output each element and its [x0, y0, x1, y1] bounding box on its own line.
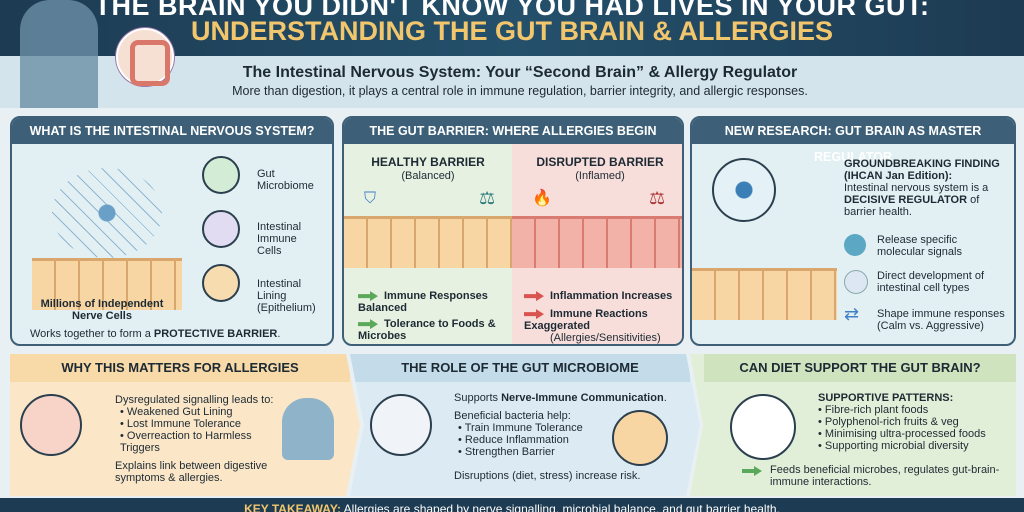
bullet-1: • Weakened Gut Lining	[120, 406, 233, 418]
neuron-network-icon	[52, 168, 162, 258]
section-why-matters: WHY THIS MATTERS FOR ALLERGIES Dysregula…	[10, 354, 360, 496]
red-arrow-icon	[524, 309, 544, 320]
section-title: WHY THIS MATTERS FOR ALLERGIES	[10, 354, 350, 382]
footer-end: .	[277, 328, 281, 340]
panel-title: WHAT IS THE INTESTINAL NERVOUS SYSTEM?	[12, 118, 332, 144]
shield-icon: ⛉	[364, 190, 377, 207]
tagline: More than digestion, it plays a central …	[232, 84, 808, 98]
footer: Explains link between digestive symptoms…	[115, 460, 268, 484]
epithelium-illustration	[32, 258, 182, 310]
cell-icon	[844, 270, 868, 294]
panel-new-research: NEW RESEARCH: GUT BRAIN AS MASTER REGULA…	[690, 116, 1016, 346]
caption: Millions of Independent Nerve Cells	[40, 298, 164, 322]
healthy-heading: HEALTHY BARRIER	[371, 155, 485, 169]
panel-title: THE GUT BARRIER: WHERE ALLERGIES BEGIN	[344, 118, 682, 144]
section-title: CAN DIET SUPPORT THE GUT BRAIN?	[704, 354, 1016, 382]
footer-bold: PROTECTIVE BARRIER	[153, 328, 278, 340]
healthy-sub: (Balanced)	[401, 170, 455, 182]
intro-post: .	[663, 392, 667, 404]
molecule-icon	[844, 234, 866, 256]
item-lining: Intestinal Lining (Epithelium)	[257, 278, 316, 314]
bullet-3: • Strengthen Barrier	[458, 446, 555, 458]
section-diet: CAN DIET SUPPORT THE GUT BRAIN? SUPPORTI…	[690, 354, 1016, 496]
healthy-point-2: Tolerance to Foods & Microbes	[358, 318, 508, 342]
key-label: KEY TAKEAWAY:	[244, 502, 341, 512]
red-arrow-icon	[524, 291, 544, 302]
bullet-2: • Polyphenol-rich fruits & veg	[818, 416, 959, 428]
disrupted-epithelium	[512, 216, 682, 268]
inflamed-gut-icon	[20, 394, 82, 456]
green-arrow-icon	[358, 291, 378, 302]
title-line1: THE BRAIN YOU DIDN'T KNOW YOU HAD LIVES …	[94, 0, 930, 21]
healthy-point-1: Immune Responses Balanced	[358, 290, 508, 314]
key-takeaway-bar: KEY TAKEAWAY: Allergies are shaped by ne…	[0, 498, 1024, 512]
title-line2: UNDERSTANDING THE GUT BRAIN & ALLERGIES	[190, 16, 833, 46]
healthy-epithelium	[344, 216, 512, 268]
section-title: THE ROLE OF THE GUT MICROBIOME	[350, 354, 690, 382]
bullet-3: • Overreaction to Harmless Triggers	[120, 430, 252, 454]
disrupted-point-2: Immune Reactions Exaggerated	[524, 308, 682, 332]
microbiome-icon	[202, 156, 240, 194]
panel-what-is-ins: WHAT IS THE INTESTINAL NERVOUS SYSTEM? G…	[10, 116, 334, 346]
intestine-icon	[116, 28, 174, 86]
point-1: Release specific molecular signals	[877, 234, 962, 258]
panel-gut-barrier: THE GUT BARRIER: WHERE ALLERGIES BEGIN H…	[342, 116, 684, 346]
point-2: Direct development of intestinal cell ty…	[877, 270, 984, 294]
footer: Feeds beneficial microbes, regulates gut…	[742, 464, 1002, 488]
intro-pre: Supports	[454, 392, 502, 404]
healthy-plate-icon	[730, 394, 796, 460]
point-text: Tolerance to Foods & Microbes	[358, 318, 496, 342]
finding-text: Intestinal nervous system is a DECISIVE …	[844, 182, 1009, 218]
green-arrow-icon	[358, 319, 378, 330]
footer-text: Feeds beneficial microbes, regulates gut…	[770, 464, 1000, 488]
heading: SUPPORTIVE PATTERNS:	[818, 392, 954, 404]
disrupted-sub: (Inflamed)	[575, 170, 625, 182]
section-microbiome: THE ROLE OF THE GUT MICROBIOME Supports …	[350, 354, 700, 496]
bacteria-icon	[370, 394, 432, 456]
bullet-2: • Lost Immune Tolerance	[120, 418, 242, 430]
point-3: Shape immune responses (Calm vs. Aggress…	[877, 308, 1005, 332]
bullet-1: • Fibre-rich plant foods	[818, 404, 929, 416]
point-text: Inflammation Increases	[550, 290, 673, 302]
finding-post: of barrier health.	[844, 194, 980, 218]
item-immune-cells: Intestinal Immune Cells	[257, 221, 302, 257]
immune-cells-icon	[202, 210, 240, 248]
point-text: Immune Reactions Exaggerated	[524, 308, 648, 332]
bullet-3: • Minimising ultra-processed foods	[818, 428, 986, 440]
epithelium-icon	[202, 264, 240, 302]
item-microbiome: Gut Microbiome	[257, 168, 314, 192]
disrupted-point-1: Inflammation Increases	[524, 290, 682, 302]
epithelium-icon	[612, 410, 668, 466]
disrupted-note: (Allergies/Sensitivities)	[550, 332, 661, 344]
subtitle: The Intestinal Nervous System: Your “Sec…	[242, 64, 798, 81]
bullet-2: • Reduce Inflammation	[458, 434, 569, 446]
key-text: Allergies are shaped by nerve signalling…	[340, 502, 780, 512]
epithelium-illustration	[692, 268, 837, 320]
bullet-4: • Supporting microbial diversity	[818, 440, 969, 452]
neuron-icon	[712, 158, 776, 222]
footer-text: Works together to form a	[30, 328, 154, 340]
exchange-arrows-icon: ⇄	[844, 304, 860, 324]
sneezing-person-icon	[282, 398, 334, 460]
footer: Disruptions (diet, stress) increase risk…	[454, 470, 641, 482]
finding-heading: GROUNDBREAKING FINDING (IHCAN Jan Editio…	[844, 158, 1000, 182]
flame-icon: 🔥	[532, 190, 552, 207]
human-silhouette-icon	[20, 0, 98, 108]
intro: Dysregulated signalling leads to:	[115, 394, 274, 406]
finding-bold: DECISIVE REGULATOR	[844, 194, 968, 206]
bullet-1: • Train Immune Tolerance	[458, 422, 583, 434]
balance-scale-icon: ⚖	[479, 188, 496, 208]
sub: Beneficial bacteria help:	[454, 410, 571, 422]
panel1-footer: Works together to form a PROTECTIVE BARR…	[30, 328, 330, 340]
intro: Supports Nerve-Immune Communication.	[454, 392, 684, 404]
intro-bold: Nerve-Immune Communication	[501, 392, 664, 404]
panel-title: NEW RESEARCH: GUT BRAIN AS MASTER REGULA…	[692, 118, 1014, 164]
finding-pre: Intestinal nervous system is a	[844, 182, 989, 194]
unbalanced-scale-icon: ⚖	[649, 188, 666, 208]
green-arrow-icon	[742, 466, 762, 476]
disrupted-heading: DISRUPTED BARRIER	[536, 155, 664, 169]
point-text: Immune Responses Balanced	[358, 290, 488, 314]
